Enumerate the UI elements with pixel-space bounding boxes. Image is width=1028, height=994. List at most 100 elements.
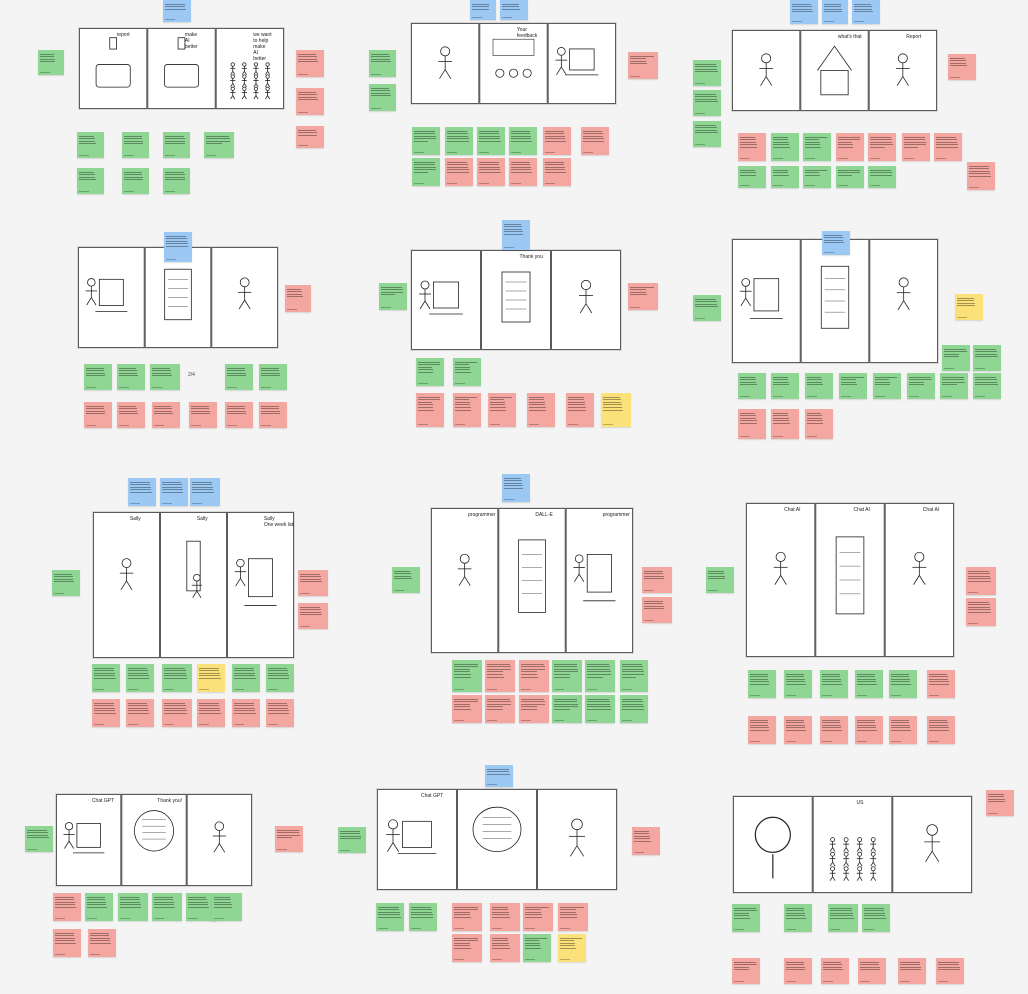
sticky-note[interactable] [85,893,113,921]
sticky-note[interactable] [986,790,1014,816]
sticky-note[interactable] [967,162,995,190]
sticky-note[interactable] [452,934,482,962]
sticky-note[interactable] [163,132,190,158]
sticky-note[interactable] [470,0,496,20]
sticky-note[interactable] [84,364,112,390]
sticky-note[interactable] [889,670,917,698]
sticky-note[interactable] [88,929,116,957]
sticky-note[interactable] [948,54,976,80]
sticky-note[interactable] [212,893,242,921]
sticky-note[interactable] [412,158,440,186]
sticky-note[interactable] [92,699,120,727]
sticky-note[interactable] [934,133,962,161]
sticky-note[interactable] [296,50,324,77]
sticky-note[interactable] [77,168,104,194]
sticky-note[interactable] [732,958,760,984]
sticky-note[interactable] [858,958,886,984]
sticky-note[interactable] [738,166,766,188]
sticky-note[interactable] [409,903,437,931]
sticky-note[interactable] [820,670,848,698]
sticky-note[interactable] [502,474,530,502]
sticky-note[interactable] [477,158,505,186]
sticky-note[interactable] [117,402,145,428]
sticky-note[interactable] [266,699,294,727]
sticky-note[interactable] [452,660,482,692]
sticky-note[interactable] [601,393,631,427]
sticky-note[interactable] [632,827,660,855]
sticky-note[interactable] [642,567,672,593]
sticky-note[interactable] [889,716,917,744]
sticky-note[interactable] [232,699,260,727]
sticky-note[interactable] [509,127,537,155]
sticky-note[interactable] [693,295,721,321]
sticky-note[interactable] [52,570,80,596]
storyboard-12[interactable]: US [732,795,973,894]
sticky-note[interactable] [543,127,571,155]
sticky-note[interactable] [628,283,658,310]
sticky-note[interactable] [369,84,396,111]
sticky-note[interactable] [942,345,970,371]
sticky-note[interactable] [898,958,926,984]
sticky-note[interactable] [128,478,156,506]
sticky-note[interactable] [225,402,253,428]
sticky-note[interactable] [160,478,188,506]
sticky-note[interactable] [452,903,482,931]
sticky-note[interactable] [628,52,658,79]
sticky-note[interactable] [558,934,586,962]
sticky-note[interactable] [519,695,549,723]
sticky-note[interactable] [868,133,896,161]
sticky-note[interactable] [232,664,260,692]
sticky-note[interactable] [771,373,799,399]
sticky-note[interactable] [416,393,444,427]
sticky-note[interactable] [77,132,104,158]
sticky-note[interactable] [836,133,864,161]
sticky-note[interactable] [509,158,537,186]
sticky-note[interactable] [940,373,968,399]
sticky-note[interactable] [259,402,287,428]
sticky-note[interactable] [748,716,776,744]
sticky-note[interactable] [490,934,520,962]
sticky-note[interactable] [519,660,549,692]
sticky-note[interactable] [523,903,553,931]
sticky-note[interactable] [259,364,287,390]
sticky-note[interactable] [152,893,182,921]
sticky-note[interactable] [92,664,120,692]
sticky-note[interactable] [122,168,149,194]
sticky-note[interactable] [190,478,220,506]
sticky-note[interactable] [862,904,890,932]
sticky-note[interactable] [955,294,983,320]
sticky-note[interactable] [927,716,955,744]
sticky-note[interactable] [416,358,444,386]
sticky-note[interactable] [488,393,516,427]
sticky-note[interactable] [784,670,812,698]
sticky-note[interactable] [738,133,766,161]
sticky-note[interactable] [738,373,766,399]
sticky-note[interactable] [296,88,324,115]
sticky-note[interactable] [732,904,760,932]
sticky-note[interactable] [784,904,812,932]
sticky-note[interactable] [197,664,225,692]
sticky-note[interactable] [296,126,324,148]
sticky-note[interactable] [204,132,234,158]
storyboard-6[interactable] [731,238,939,364]
sticky-note[interactable] [502,220,530,250]
sticky-note[interactable] [452,695,482,723]
sticky-note[interactable] [490,903,520,931]
sticky-note[interactable] [642,597,672,623]
sticky-note[interactable] [543,158,571,186]
sticky-note[interactable] [126,664,154,692]
sticky-note[interactable] [784,958,812,984]
sticky-note[interactable] [285,285,311,312]
sticky-note[interactable] [873,373,901,399]
sticky-note[interactable] [152,402,180,428]
sticky-note[interactable] [706,567,734,593]
sticky-note[interactable] [126,699,154,727]
sticky-note[interactable] [225,364,253,390]
